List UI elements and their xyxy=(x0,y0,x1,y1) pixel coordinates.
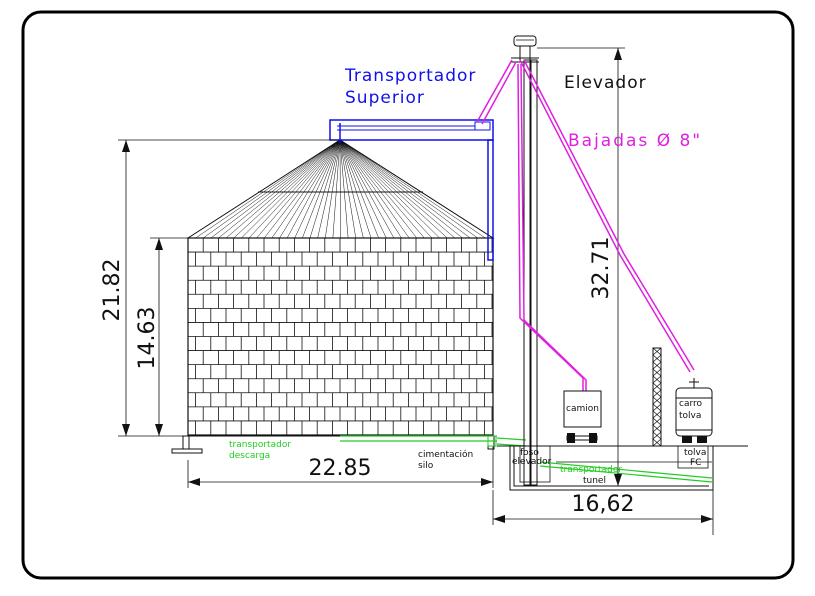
dim-label-height-elevator: 32.71 xyxy=(589,237,614,300)
silo-body xyxy=(187,237,494,436)
label-hopper-fc-line1: tolva xyxy=(684,448,706,458)
dim-label-width-right: 16,62 xyxy=(572,492,635,517)
dim-label-height-total: 21.82 xyxy=(100,259,125,322)
dimension-height-wall xyxy=(150,237,188,436)
label-truck: camion xyxy=(566,404,599,414)
label-tunnel: tunel xyxy=(583,476,606,486)
label-elevator: Elevador xyxy=(564,73,647,93)
lattice-tower xyxy=(652,347,662,447)
label-hopper-car-line2: tolva xyxy=(679,411,701,421)
tunnel-conveyor xyxy=(539,445,713,483)
label-tunnel-conveyor: transportador xyxy=(560,465,622,475)
dim-label-width-silo: 22.85 xyxy=(309,456,372,481)
bottom-conveyor xyxy=(340,435,527,447)
downspouts xyxy=(476,59,695,392)
dim-label-height-wall: 14.63 xyxy=(135,307,160,370)
label-top-conveyor-line2: Superior xyxy=(345,88,425,108)
label-pit-line2: elevador xyxy=(512,457,552,467)
top-conveyor xyxy=(329,119,494,261)
label-hopper-car-line1: carro xyxy=(679,399,703,409)
label-downspouts: Bajadas Ø 8" xyxy=(568,131,702,151)
label-hopper-fc-line2: FC xyxy=(690,458,701,468)
label-pit-line1: foso xyxy=(520,448,539,458)
dimension-width-silo xyxy=(187,446,494,488)
label-discharge-conveyor-line1: transportador xyxy=(229,440,291,450)
label-top-conveyor-line1: Transportador xyxy=(344,66,476,86)
hopper-car xyxy=(675,378,713,443)
silo-foot-pad xyxy=(171,448,203,454)
label-foundation-line2: silo xyxy=(418,461,434,471)
dimension-width-right xyxy=(492,490,714,535)
dimension-height-total xyxy=(118,139,340,437)
label-foundation-line1: cimentación xyxy=(418,449,473,460)
truck xyxy=(563,390,602,443)
label-discharge-conveyor-line2: descarga xyxy=(229,451,270,461)
dimension-height-elevator xyxy=(537,47,625,486)
silo-roof xyxy=(186,139,495,239)
